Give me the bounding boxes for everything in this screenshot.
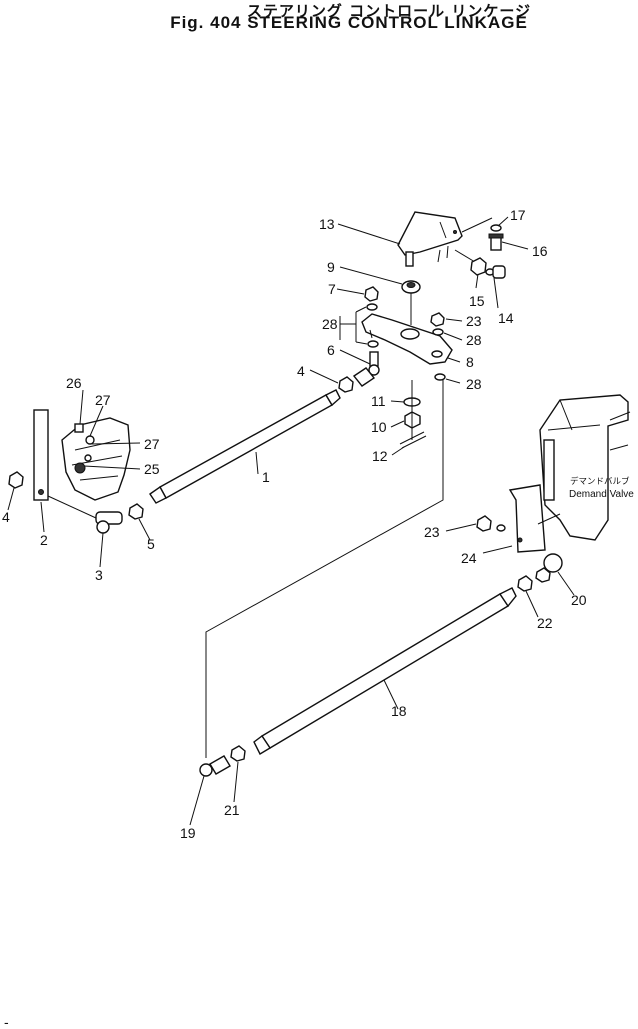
callout-22: 22 bbox=[537, 615, 553, 631]
demand-valve-label: Demand Valve bbox=[569, 489, 634, 500]
callout-9: 9 bbox=[327, 259, 335, 275]
nut-21 bbox=[230, 745, 246, 762]
callout-27a: 27 bbox=[95, 392, 111, 408]
ball-joint-19 bbox=[199, 755, 231, 777]
nut-22 bbox=[517, 575, 533, 592]
callout-10: 10 bbox=[371, 419, 387, 435]
figure-title: Fig. 404 STEERING CONTROL LINKAGE bbox=[170, 13, 528, 32]
callout-19: 19 bbox=[180, 825, 196, 841]
demand-valve-label-jp: デマンドバルブ bbox=[570, 476, 630, 487]
callout-8: 8 bbox=[466, 354, 474, 370]
nut-15 bbox=[470, 257, 487, 276]
callout-16: 16 bbox=[532, 243, 548, 259]
callout-12: 12 bbox=[372, 448, 388, 464]
callout-1: 1 bbox=[262, 469, 270, 485]
bolt-14 bbox=[485, 265, 506, 279]
callout-4b: 4 bbox=[2, 509, 10, 525]
callout-25: 25 bbox=[144, 461, 160, 477]
callout-6: 6 bbox=[327, 342, 335, 358]
nut-23a bbox=[430, 312, 445, 327]
demand-valve bbox=[539, 394, 631, 541]
callout-3: 3 bbox=[95, 567, 103, 583]
nut-4a bbox=[338, 376, 354, 393]
nut-4b bbox=[8, 471, 24, 489]
callout-11: 11 bbox=[371, 393, 386, 409]
callout-2: 2 bbox=[40, 532, 48, 548]
callout-26: 26 bbox=[66, 375, 82, 391]
callout-17: 17 bbox=[510, 207, 526, 223]
title-japanese: ステアリング コントロール リンケージ bbox=[246, 2, 532, 20]
callout-28c: 28 bbox=[466, 376, 482, 392]
washer-28b bbox=[367, 340, 379, 348]
callout-28b: 28 bbox=[466, 332, 482, 348]
callout-27b: 27 bbox=[144, 436, 160, 452]
callout-15: 15 bbox=[469, 293, 485, 309]
lever-8 bbox=[361, 313, 453, 365]
callout-21: 21 bbox=[224, 802, 240, 818]
plate-2 bbox=[33, 409, 49, 501]
bracket-24 bbox=[508, 484, 546, 553]
callout-4a: 4 bbox=[297, 363, 305, 379]
washer-28a bbox=[366, 303, 378, 311]
callout-5: 5 bbox=[147, 536, 155, 552]
rod-1 bbox=[149, 389, 341, 504]
bolt-16 bbox=[488, 233, 504, 251]
washer-28c bbox=[432, 328, 444, 336]
callout-28a: 28 bbox=[322, 316, 338, 332]
ball-joint-6 bbox=[368, 351, 380, 376]
rod-18 bbox=[253, 587, 517, 755]
callout-23a: 23 bbox=[466, 313, 482, 329]
nut-23b bbox=[476, 515, 492, 532]
washer-17 bbox=[490, 224, 502, 232]
callout-7: 7 bbox=[328, 281, 336, 297]
nut-5 bbox=[128, 503, 144, 520]
boss-9 bbox=[401, 280, 421, 294]
cotter-pin-12 bbox=[399, 431, 427, 449]
steering-unit bbox=[61, 417, 131, 501]
callout-labels: 13 17 16 9 7 15 14 28 23 28 6 8 4 28 11 … bbox=[2, 207, 587, 841]
footer-mark: - bbox=[4, 1014, 9, 1029]
callout-14: 14 bbox=[498, 310, 514, 326]
bracket-13 bbox=[397, 211, 493, 267]
callout-13: 13 bbox=[319, 216, 335, 232]
washer-28d bbox=[434, 373, 446, 381]
nut-7 bbox=[364, 286, 379, 302]
callout-24: 24 bbox=[461, 550, 477, 566]
callout-23b: 23 bbox=[424, 524, 440, 540]
ball-joint-3 bbox=[95, 511, 123, 534]
ball-joint-20 bbox=[535, 553, 563, 583]
washer-24 bbox=[496, 524, 506, 532]
callout-18: 18 bbox=[391, 703, 407, 719]
leader-lines bbox=[7, 216, 575, 826]
callout-20: 20 bbox=[571, 592, 587, 608]
